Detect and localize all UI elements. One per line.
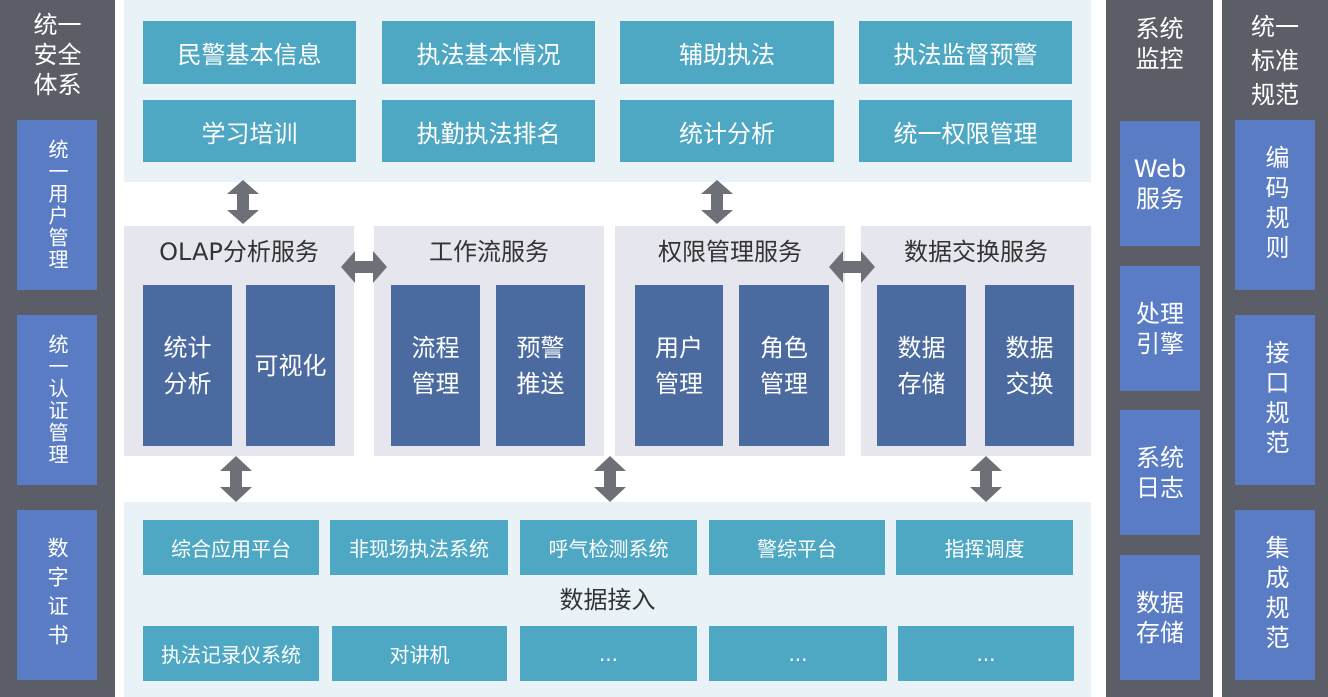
source-box[interactable]: 对讲机 (332, 626, 507, 681)
standard-column: 统一 标准 规范 编码规则 接口规范 集成规范 (1222, 0, 1328, 697)
service-item[interactable]: 可视化 (246, 285, 335, 446)
arrow-horizontal-icon (341, 251, 387, 283)
service-item[interactable]: 流程 管理 (391, 285, 480, 446)
service-item[interactable]: 预警 推送 (496, 285, 585, 446)
service-permission: 权限管理服务 用户 管理 角色 管理 (615, 226, 845, 456)
service-workflow: 工作流服务 流程 管理 预警 推送 (374, 226, 604, 456)
source-box[interactable]: 呼气检测系统 (520, 520, 697, 575)
app-box[interactable]: 执勤执法排名 (382, 100, 595, 162)
service-title: 权限管理服务 (658, 238, 802, 266)
standard-item[interactable]: 集成规范 (1235, 510, 1315, 680)
arrow-vertical-icon (220, 456, 252, 502)
arrow-vertical-icon (970, 456, 1002, 502)
monitor-item[interactable]: 数据 存储 (1120, 555, 1200, 680)
monitor-item[interactable]: 处理 引擎 (1120, 266, 1200, 391)
service-title: OLAP分析服务 (159, 238, 319, 266)
security-item-label: 统一认证管理 (45, 334, 69, 466)
security-item-label: 统一用户管理 (45, 139, 69, 271)
app-box[interactable]: 统计分析 (620, 100, 834, 162)
service-item[interactable]: 数据 存储 (877, 285, 966, 446)
standard-item-label: 集成规范 (1261, 535, 1289, 655)
data-access-panel: 综合应用平台 非现场执法系统 呼气检测系统 警综平台 指挥调度 数据接入 执法记… (124, 502, 1091, 697)
service-data-exchange: 数据交换服务 数据 存储 数据 交换 (861, 226, 1091, 456)
arrow-horizontal-icon (829, 251, 875, 283)
service-title: 数据交换服务 (904, 238, 1048, 266)
security-title: 统一 安全 体系 (33, 11, 82, 99)
service-olap: OLAP分析服务 统计 分析 可视化 (124, 226, 354, 456)
source-box[interactable]: 指挥调度 (896, 520, 1073, 575)
monitor-item[interactable]: 系统 日志 (1120, 410, 1200, 535)
source-box[interactable]: 警综平台 (709, 520, 885, 575)
application-panel: 民警基本信息 执法基本情况 辅助执法 执法监督预警 学习培训 执勤执法排名 统计… (124, 0, 1091, 182)
service-item[interactable]: 用户 管理 (635, 285, 723, 446)
source-box[interactable]: 执法记录仪系统 (143, 626, 319, 681)
security-item-digital-cert[interactable]: 数字证书 (17, 510, 97, 680)
standard-title: 统一 标准 规范 (1251, 13, 1299, 109)
security-item-label: 数字证书 (45, 537, 69, 653)
arrow-vertical-icon (594, 456, 626, 502)
standard-item[interactable]: 接口规范 (1235, 315, 1315, 485)
service-item[interactable]: 角色 管理 (739, 285, 829, 446)
monitor-column: 系统 监控 Web 服务 处理 引擎 系统 日志 数据 存储 (1106, 0, 1213, 697)
monitor-title: 系统 监控 (1135, 15, 1184, 73)
source-box[interactable]: 非现场执法系统 (330, 520, 508, 575)
data-access-title: 数据接入 (559, 586, 656, 614)
app-box[interactable]: 民警基本信息 (143, 21, 356, 84)
source-box[interactable]: ... (709, 626, 887, 681)
security-column: 统一 安全 体系 统一用户管理 统一认证管理 数字证书 (0, 0, 115, 697)
app-box[interactable]: 辅助执法 (620, 21, 834, 84)
standard-item[interactable]: 编码规则 (1235, 120, 1315, 290)
source-box[interactable]: ... (520, 626, 697, 681)
app-box[interactable]: 执法基本情况 (382, 21, 595, 84)
app-box[interactable]: 执法监督预警 (859, 21, 1072, 84)
app-box[interactable]: 统一权限管理 (859, 100, 1072, 162)
service-item[interactable]: 数据 交换 (985, 285, 1074, 446)
app-box[interactable]: 学习培训 (143, 100, 356, 162)
monitor-item[interactable]: Web 服务 (1120, 121, 1200, 246)
service-title: 工作流服务 (429, 238, 549, 266)
standard-item-label: 编码规则 (1261, 145, 1289, 265)
source-box[interactable]: ... (898, 626, 1074, 681)
standard-item-label: 接口规范 (1261, 340, 1289, 460)
arrow-vertical-icon (701, 180, 733, 224)
security-item-auth-mgmt[interactable]: 统一认证管理 (17, 315, 97, 485)
arrow-vertical-icon (227, 180, 259, 224)
service-item[interactable]: 统计 分析 (143, 285, 232, 446)
source-box[interactable]: 综合应用平台 (143, 520, 319, 575)
security-item-user-mgmt[interactable]: 统一用户管理 (17, 120, 97, 290)
